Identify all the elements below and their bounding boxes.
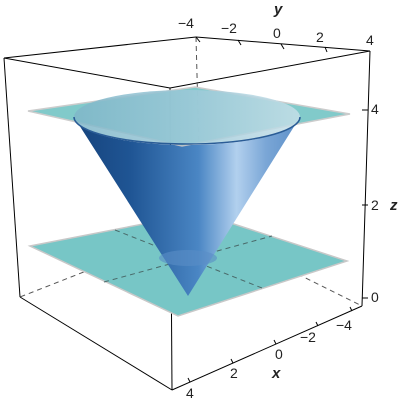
box-edge: [19, 296, 173, 391]
x-tick-label: −4: [336, 317, 352, 333]
hidden-axis-on-plane: [103, 235, 273, 283]
y-tick-label: 2: [316, 29, 324, 45]
x-tick-label: −2: [300, 329, 316, 345]
x-axis-title: x: [271, 365, 281, 382]
tick-mark: [273, 339, 277, 345]
y-tick-label: −4: [178, 15, 194, 31]
box-edge: [3, 57, 171, 89]
box-edge: [195, 36, 371, 52]
tick-mark: [230, 358, 234, 364]
hidden-box-edge: [19, 225, 202, 298]
x-tick-label: 4: [186, 385, 194, 401]
y-tick-label: 4: [366, 32, 374, 48]
cone-rim: [73, 116, 301, 145]
y-axis: −4 −2 0 2 4 y: [178, 1, 374, 53]
z-axis: 4 2 0 z: [362, 101, 398, 305]
cone-body: [74, 117, 300, 296]
tick-mark: [237, 39, 242, 46]
x-tick-label: 2: [230, 365, 238, 381]
box-edge: [361, 50, 371, 307]
box-edge: [3, 57, 21, 298]
tick-mark: [315, 321, 319, 327]
z-axis-title: z: [389, 197, 398, 214]
tick-mark: [280, 43, 285, 50]
tick-mark: [349, 306, 353, 312]
y-tick-label: −2: [221, 20, 237, 36]
z-tick-label: 0: [371, 289, 379, 305]
box-edge: [3, 36, 197, 59]
box-edge: [169, 50, 371, 89]
tick-mark: [195, 36, 201, 43]
y-axis-title: y: [273, 1, 283, 18]
box-edge: [171, 305, 363, 391]
tick-mark: [324, 46, 328, 53]
y-tick-label: 0: [273, 25, 281, 41]
x-axis: 4 2 0 −2 −4 x: [186, 306, 353, 401]
x-tick-label: 0: [275, 346, 283, 362]
z-tick-label: 2: [371, 197, 379, 213]
tick-mark: [187, 377, 191, 383]
cone: [74, 117, 300, 296]
z-tick-label: 4: [371, 101, 379, 117]
cone-opening: [74, 90, 300, 144]
cone-cross-section: [159, 250, 217, 266]
